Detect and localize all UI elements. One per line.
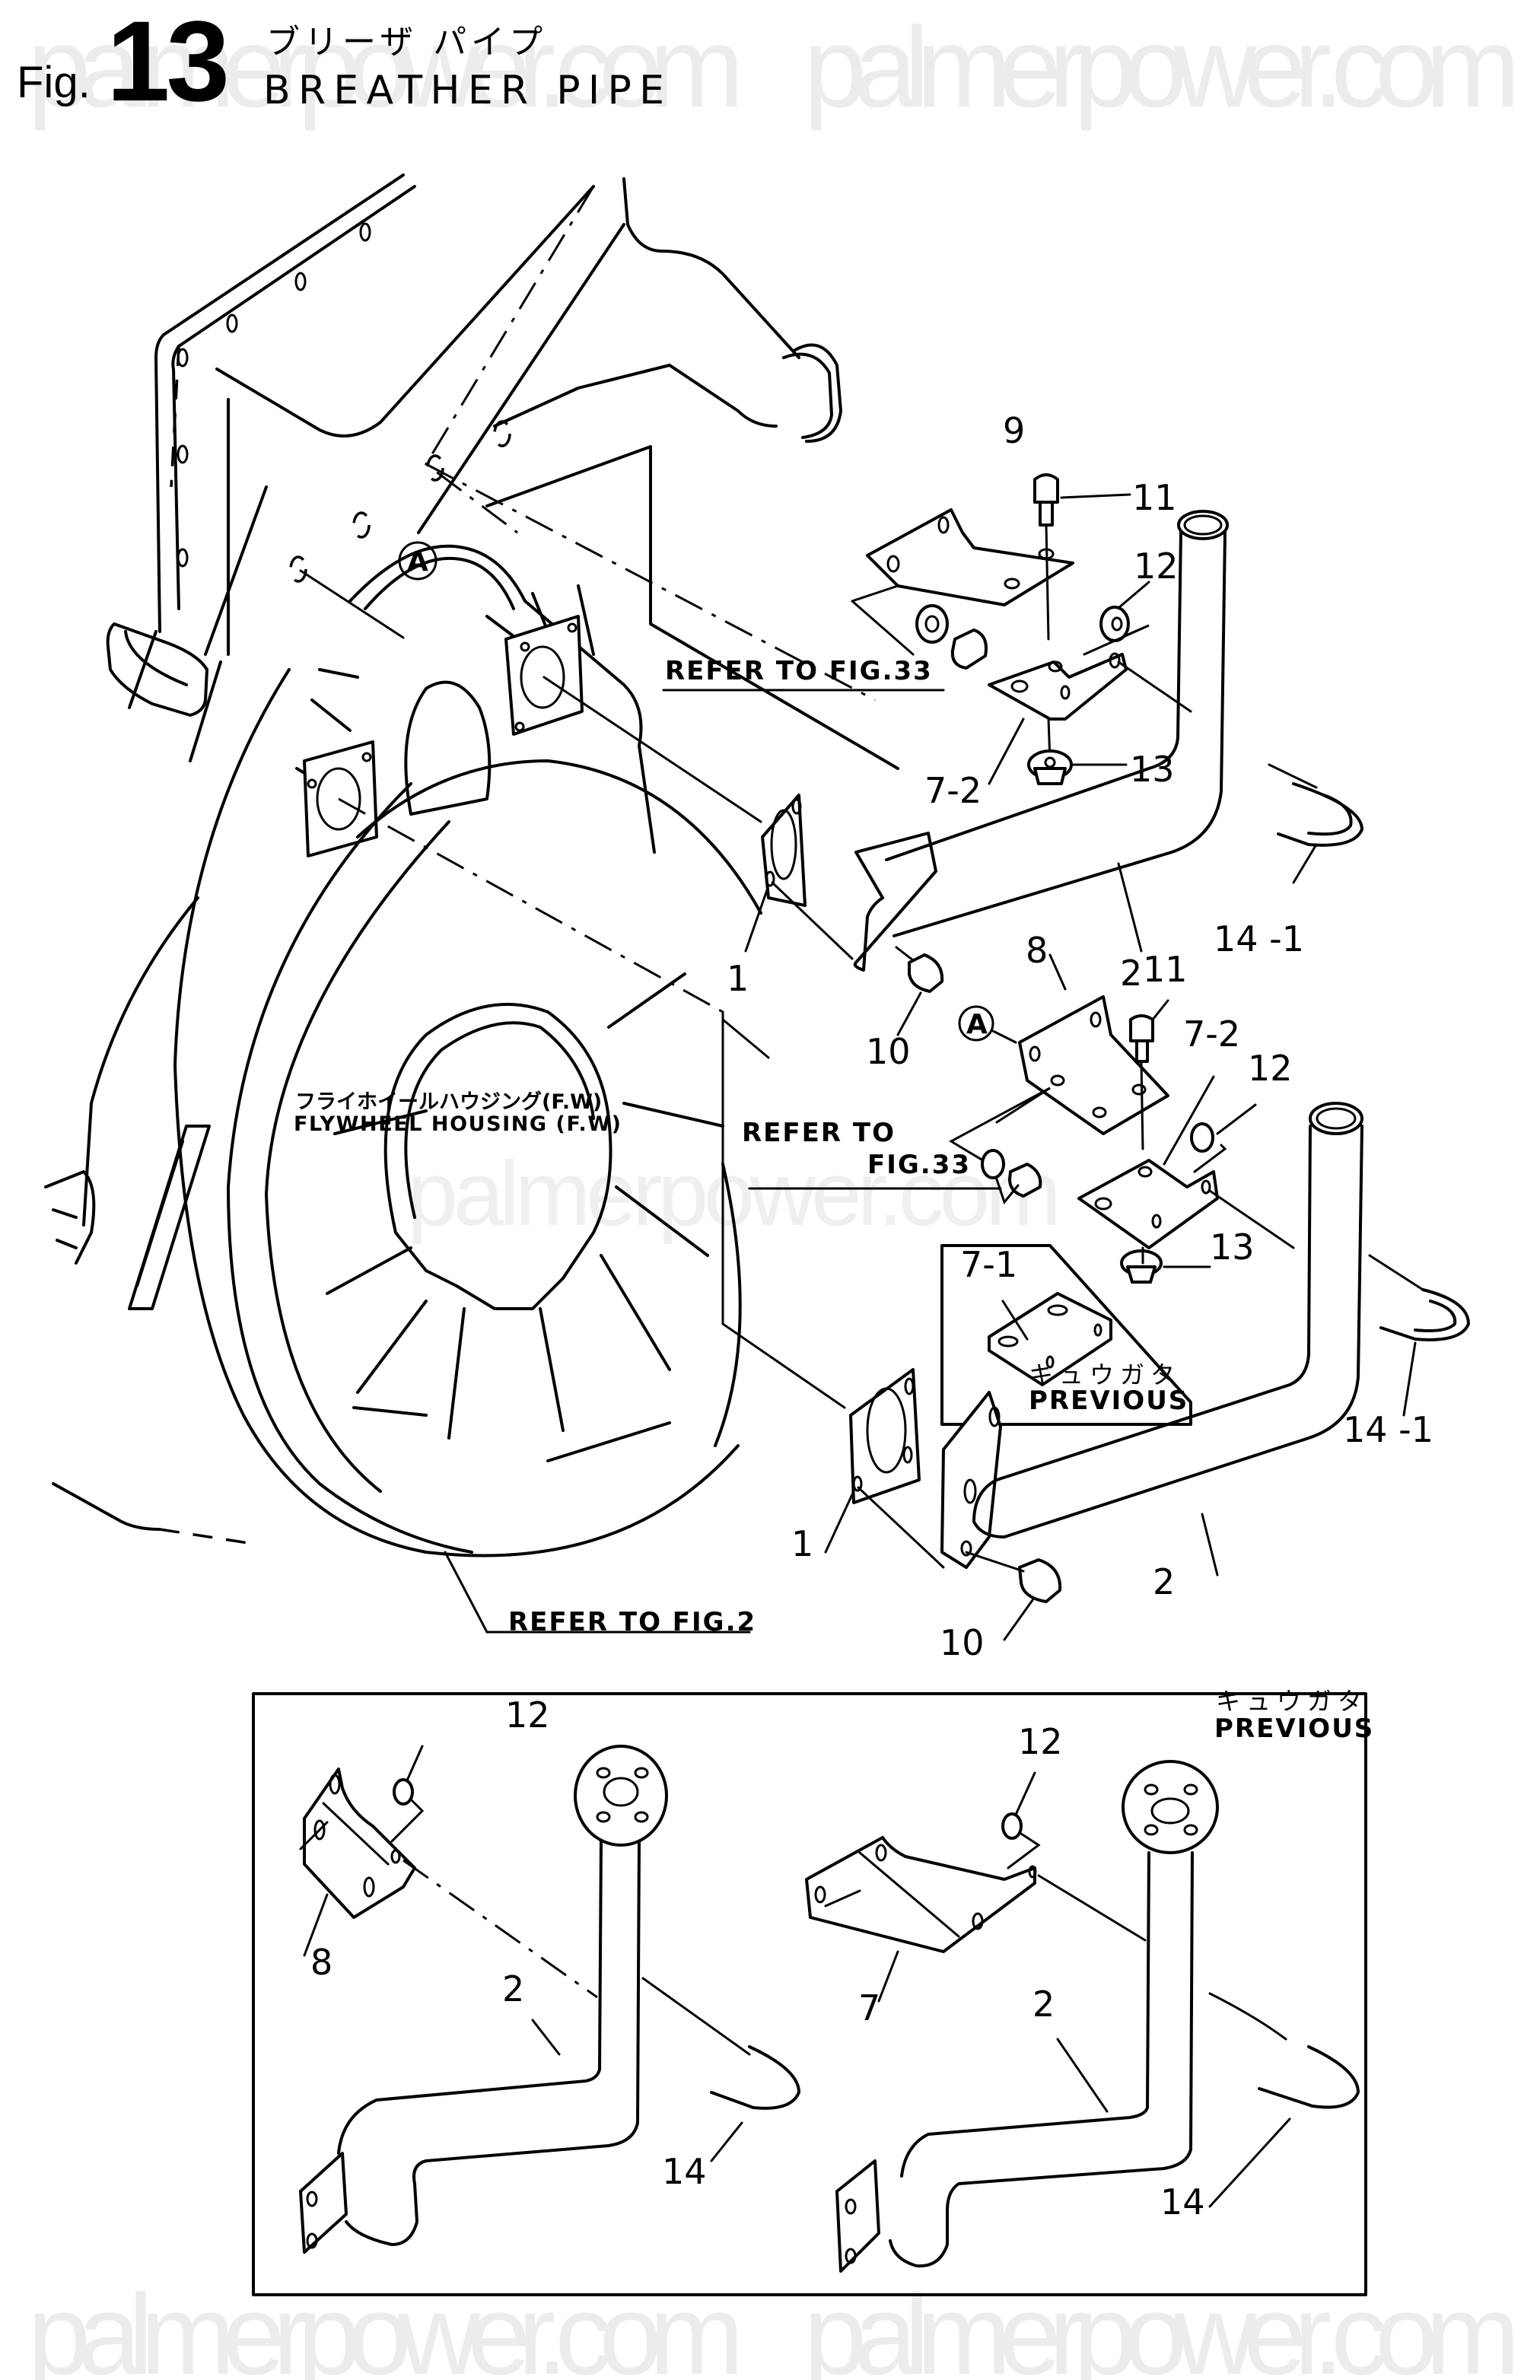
callout-12-lower: 12 — [1248, 1048, 1293, 1089]
callout-1-upper: 1 — [727, 958, 749, 999]
box-flange-right — [1122, 1760, 1219, 1854]
title-japanese: ブリーザ パイプ — [266, 23, 547, 62]
inset-previous-7-1 — [940, 1244, 1192, 1426]
box-callout-2-right: 2 — [1032, 1984, 1055, 2025]
lower-pipe-assembly — [824, 953, 1470, 1641]
box-label-en: PREVIOUS — [1214, 1713, 1374, 1744]
refer-fig2: REFER TO FIG.2 — [508, 1607, 756, 1637]
marker-a-lower: A — [966, 1009, 988, 1040]
leader-lines-main — [299, 569, 846, 1634]
watermarks: palmerpower.com palmerpower.com palmerpo… — [27, 3, 1520, 2380]
watermark-bottom-left: palmerpower.com — [27, 2270, 743, 2380]
callout-1-lower: 1 — [791, 1523, 813, 1564]
bracket-9 — [866, 508, 1074, 606]
inset-callout-7-1: 7-1 — [960, 1244, 1017, 1285]
box-callout-8: 8 — [310, 1942, 332, 1983]
callout-11-lower: 11 — [1143, 949, 1188, 990]
callout-12-upper: 12 — [1134, 546, 1179, 587]
bracket-8 — [1018, 995, 1169, 1135]
dashed-holes — [289, 420, 511, 583]
refer-fig33-lower: FIG.33 — [867, 1150, 971, 1180]
housing-label-jp: フライホイールハウジング(F.W) — [295, 1090, 602, 1114]
fig-number: 13 — [107, 0, 230, 125]
callout-10-upper: 10 — [866, 1031, 911, 1072]
inset-label-jp: キュウガタ — [1029, 1360, 1181, 1389]
bracket-7-2-lower — [1077, 1159, 1219, 1249]
callout-10-lower: 10 — [940, 1622, 985, 1663]
callout-14-1-upper: 14 -1 — [1214, 918, 1304, 959]
box-bracket-7 — [805, 1836, 1036, 1953]
watermark-top-right: palmerpower.com — [803, 3, 1519, 131]
upper-pipe-assembly — [744, 473, 1363, 1036]
watermark-top-left: palmerpower.com — [27, 3, 743, 131]
callout-14-1-lower: 14 -1 — [1343, 1409, 1433, 1450]
box-callout-12-right: 12 — [1018, 1721, 1063, 1762]
previous-box — [252, 1692, 1367, 2296]
housing-label-en: FLYWHEEL HOUSING (F.W) — [294, 1112, 621, 1136]
pan-bolt-holes — [177, 222, 371, 568]
box-callout-14-right: 14 — [1160, 2181, 1205, 2222]
refer-fig33-upper: REFER TO FIG.33 — [665, 656, 933, 686]
labels-previous-box: キュウガタ PREVIOUS 12 8 2 14 12 7 2 14 — [310, 1687, 1374, 2222]
box-callout-7: 7 — [858, 1987, 880, 2028]
callout-9: 9 — [1003, 410, 1025, 451]
callout-2-upper: 2 — [1120, 953, 1142, 994]
labels-main: A A 9 11 12 REFER TO FIG.33 13 7-2 1 2 1… — [294, 410, 1433, 1663]
callout-8: 8 — [1026, 930, 1048, 971]
marker-a-upper: A — [407, 546, 428, 578]
fig-prefix: Fig. — [17, 58, 91, 107]
box-bracket-8 — [303, 1768, 416, 1919]
box-flange-left — [574, 1745, 668, 1847]
box-label-jp: キュウガタ — [1216, 1687, 1368, 1716]
callout-7-2-upper: 7-2 — [924, 770, 982, 811]
pipe-upper — [853, 832, 937, 972]
bracket-7-2 — [988, 653, 1128, 721]
callout-11-upper: 11 — [1132, 477, 1177, 518]
gasket-lower — [849, 1368, 921, 1504]
callout-2-lower: 2 — [1153, 1561, 1175, 1602]
callout-13-lower: 13 — [1210, 1227, 1255, 1268]
refer-to-lower: REFER TO — [742, 1118, 896, 1148]
callout-7-2-lower: 7-2 — [1183, 1013, 1240, 1055]
callout-13-upper: 13 — [1130, 749, 1175, 790]
inset-label-en: PREVIOUS — [1029, 1386, 1188, 1416]
flywheel-housing — [44, 173, 899, 1558]
watermark-bottom-right: palmerpower.com — [803, 2270, 1519, 2380]
box-callout-12-left: 12 — [505, 1694, 550, 1736]
box-callout-2-left: 2 — [502, 1968, 524, 2009]
box-callout-14-left: 14 — [662, 2151, 707, 2192]
housing-flange-upper — [504, 615, 584, 736]
